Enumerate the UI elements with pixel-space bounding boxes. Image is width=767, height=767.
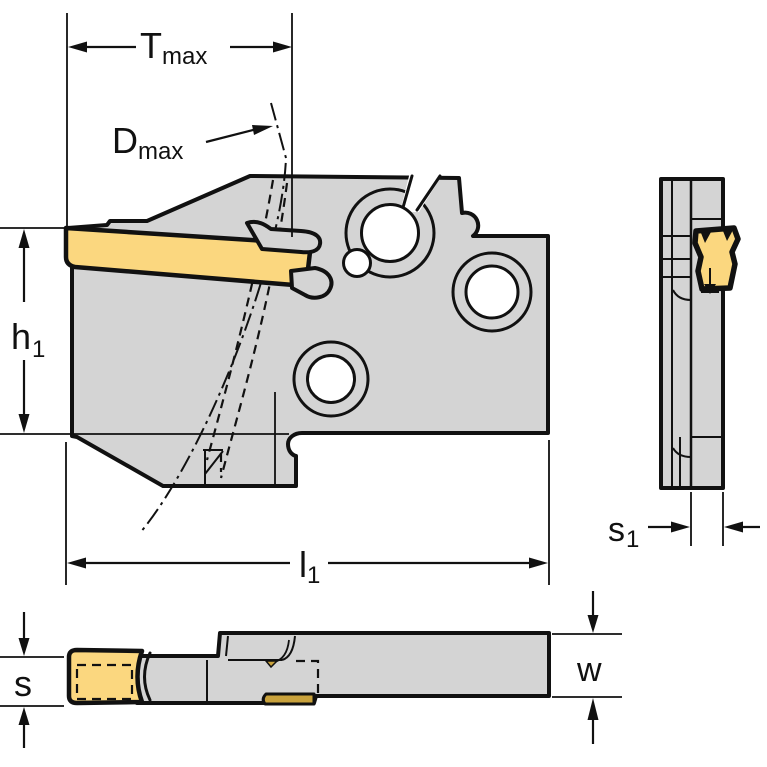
s1-label: s (608, 511, 625, 549)
clamp-finger-top (245, 219, 323, 255)
tmax-label-sub: max (162, 43, 207, 70)
mounting-hole-right-counterbore (451, 251, 533, 333)
dimension-d-max: D max (112, 120, 273, 165)
bottom-hidden-pocket (296, 659, 320, 693)
w-arrow-up (587, 698, 599, 720)
dimension-s1: s 1 (608, 492, 760, 553)
front-view (0, 102, 550, 534)
mounting-hole-right (464, 264, 520, 320)
bottom-view (66, 631, 551, 706)
insert-side-view (692, 225, 741, 292)
dmax-arrow (252, 125, 273, 135)
dmax-centerline (139, 102, 288, 534)
s1-arrow-left (724, 521, 743, 533)
mounting-hole-left-counterbore (292, 340, 370, 418)
insert-hidden-outline (75, 663, 134, 701)
h1-label-sub: 1 (32, 336, 45, 363)
holder-body-outline (66, 174, 550, 488)
dimension-w: w (552, 591, 622, 744)
clamp-pin-tip (701, 268, 719, 294)
h1-label: h (11, 316, 31, 357)
tmax-arrow-left (68, 41, 87, 53)
side-fillet-lower (672, 447, 692, 458)
s-arrow-up (18, 707, 30, 725)
h1-arrow-down (18, 414, 30, 433)
h1-arrow-up (18, 229, 30, 248)
bottom-body-outline (135, 631, 551, 705)
tmax-label: T (140, 25, 162, 66)
w-label: w (576, 651, 602, 689)
dmax-leader (205, 127, 258, 144)
insert-bottom-view (66, 647, 145, 706)
l1-arrow-left (67, 557, 86, 569)
hidden-pocket-mark (203, 449, 224, 484)
pocket-corner-mark (264, 660, 279, 669)
dmax-label-sub: max (138, 138, 183, 165)
s1-label-sub: 1 (626, 526, 639, 553)
clamp-screw-hole (360, 203, 420, 263)
l1-label: l (299, 544, 307, 585)
l1-label-sub: 1 (307, 562, 320, 589)
clamp-screw-counterbore (344, 187, 436, 279)
s1-arrow-right (671, 521, 690, 533)
s-label: s (14, 663, 32, 704)
dimension-t-max: T max (66, 13, 293, 237)
insert-chipbreaker-right (723, 230, 733, 241)
mounting-hole-left (306, 354, 356, 404)
bottom-recess-corner (281, 635, 296, 661)
insert-chipbreaker-left (701, 232, 711, 243)
side-view (659, 177, 741, 490)
clamp-finger-bottom (289, 266, 334, 300)
w-arrow-down (587, 615, 599, 633)
dmax-label: D (112, 120, 138, 161)
clamp-pin-hole (342, 248, 372, 278)
slot-edge-right (415, 174, 442, 212)
s-arrow-down (18, 638, 30, 656)
insert-underside-sliver (261, 692, 316, 706)
side-fillet-upper (672, 289, 692, 301)
bottom-step-chamfer (225, 635, 229, 657)
dimension-s: s (0, 612, 64, 748)
hidden-seat-curve-left (205, 179, 275, 461)
seat-front-arc (143, 651, 152, 702)
dimension-l1: l 1 (65, 440, 550, 589)
dimension-h1: h 1 (0, 227, 66, 433)
tmax-arrow-right (273, 41, 292, 53)
slot-edge-left (400, 174, 414, 213)
pin-point (704, 284, 716, 294)
l1-arrow-right (529, 557, 548, 569)
